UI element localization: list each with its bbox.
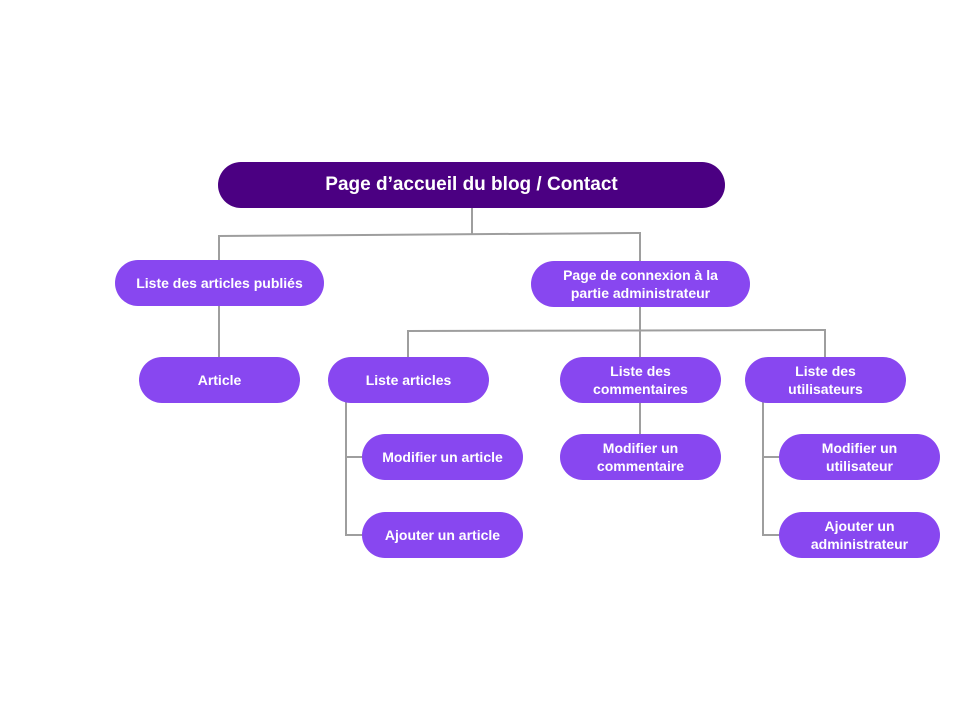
node-users-list: Liste des utilisateurs: [745, 357, 906, 403]
node-add-article: Ajouter un article: [362, 512, 523, 558]
admin-bus: [406, 328, 827, 333]
node-article: Article: [139, 357, 300, 403]
node-add-admin: Ajouter un administrateur: [779, 512, 940, 558]
node-public-articles-list: Liste des articles publiés: [115, 260, 324, 306]
node-comments-list: Liste des commentaires: [560, 357, 721, 403]
node-root: Page d’accueil du blog / Contact: [218, 162, 725, 208]
root-bus: [217, 231, 642, 238]
node-edit-user: Modifier un utilisateur: [779, 434, 940, 480]
node-admin-login: Page de connexion à la partie administra…: [531, 261, 750, 307]
node-edit-comment: Modifier un commentaire: [560, 434, 721, 480]
node-articles-list: Liste articles: [328, 357, 489, 403]
node-edit-article: Modifier un article: [362, 434, 523, 480]
